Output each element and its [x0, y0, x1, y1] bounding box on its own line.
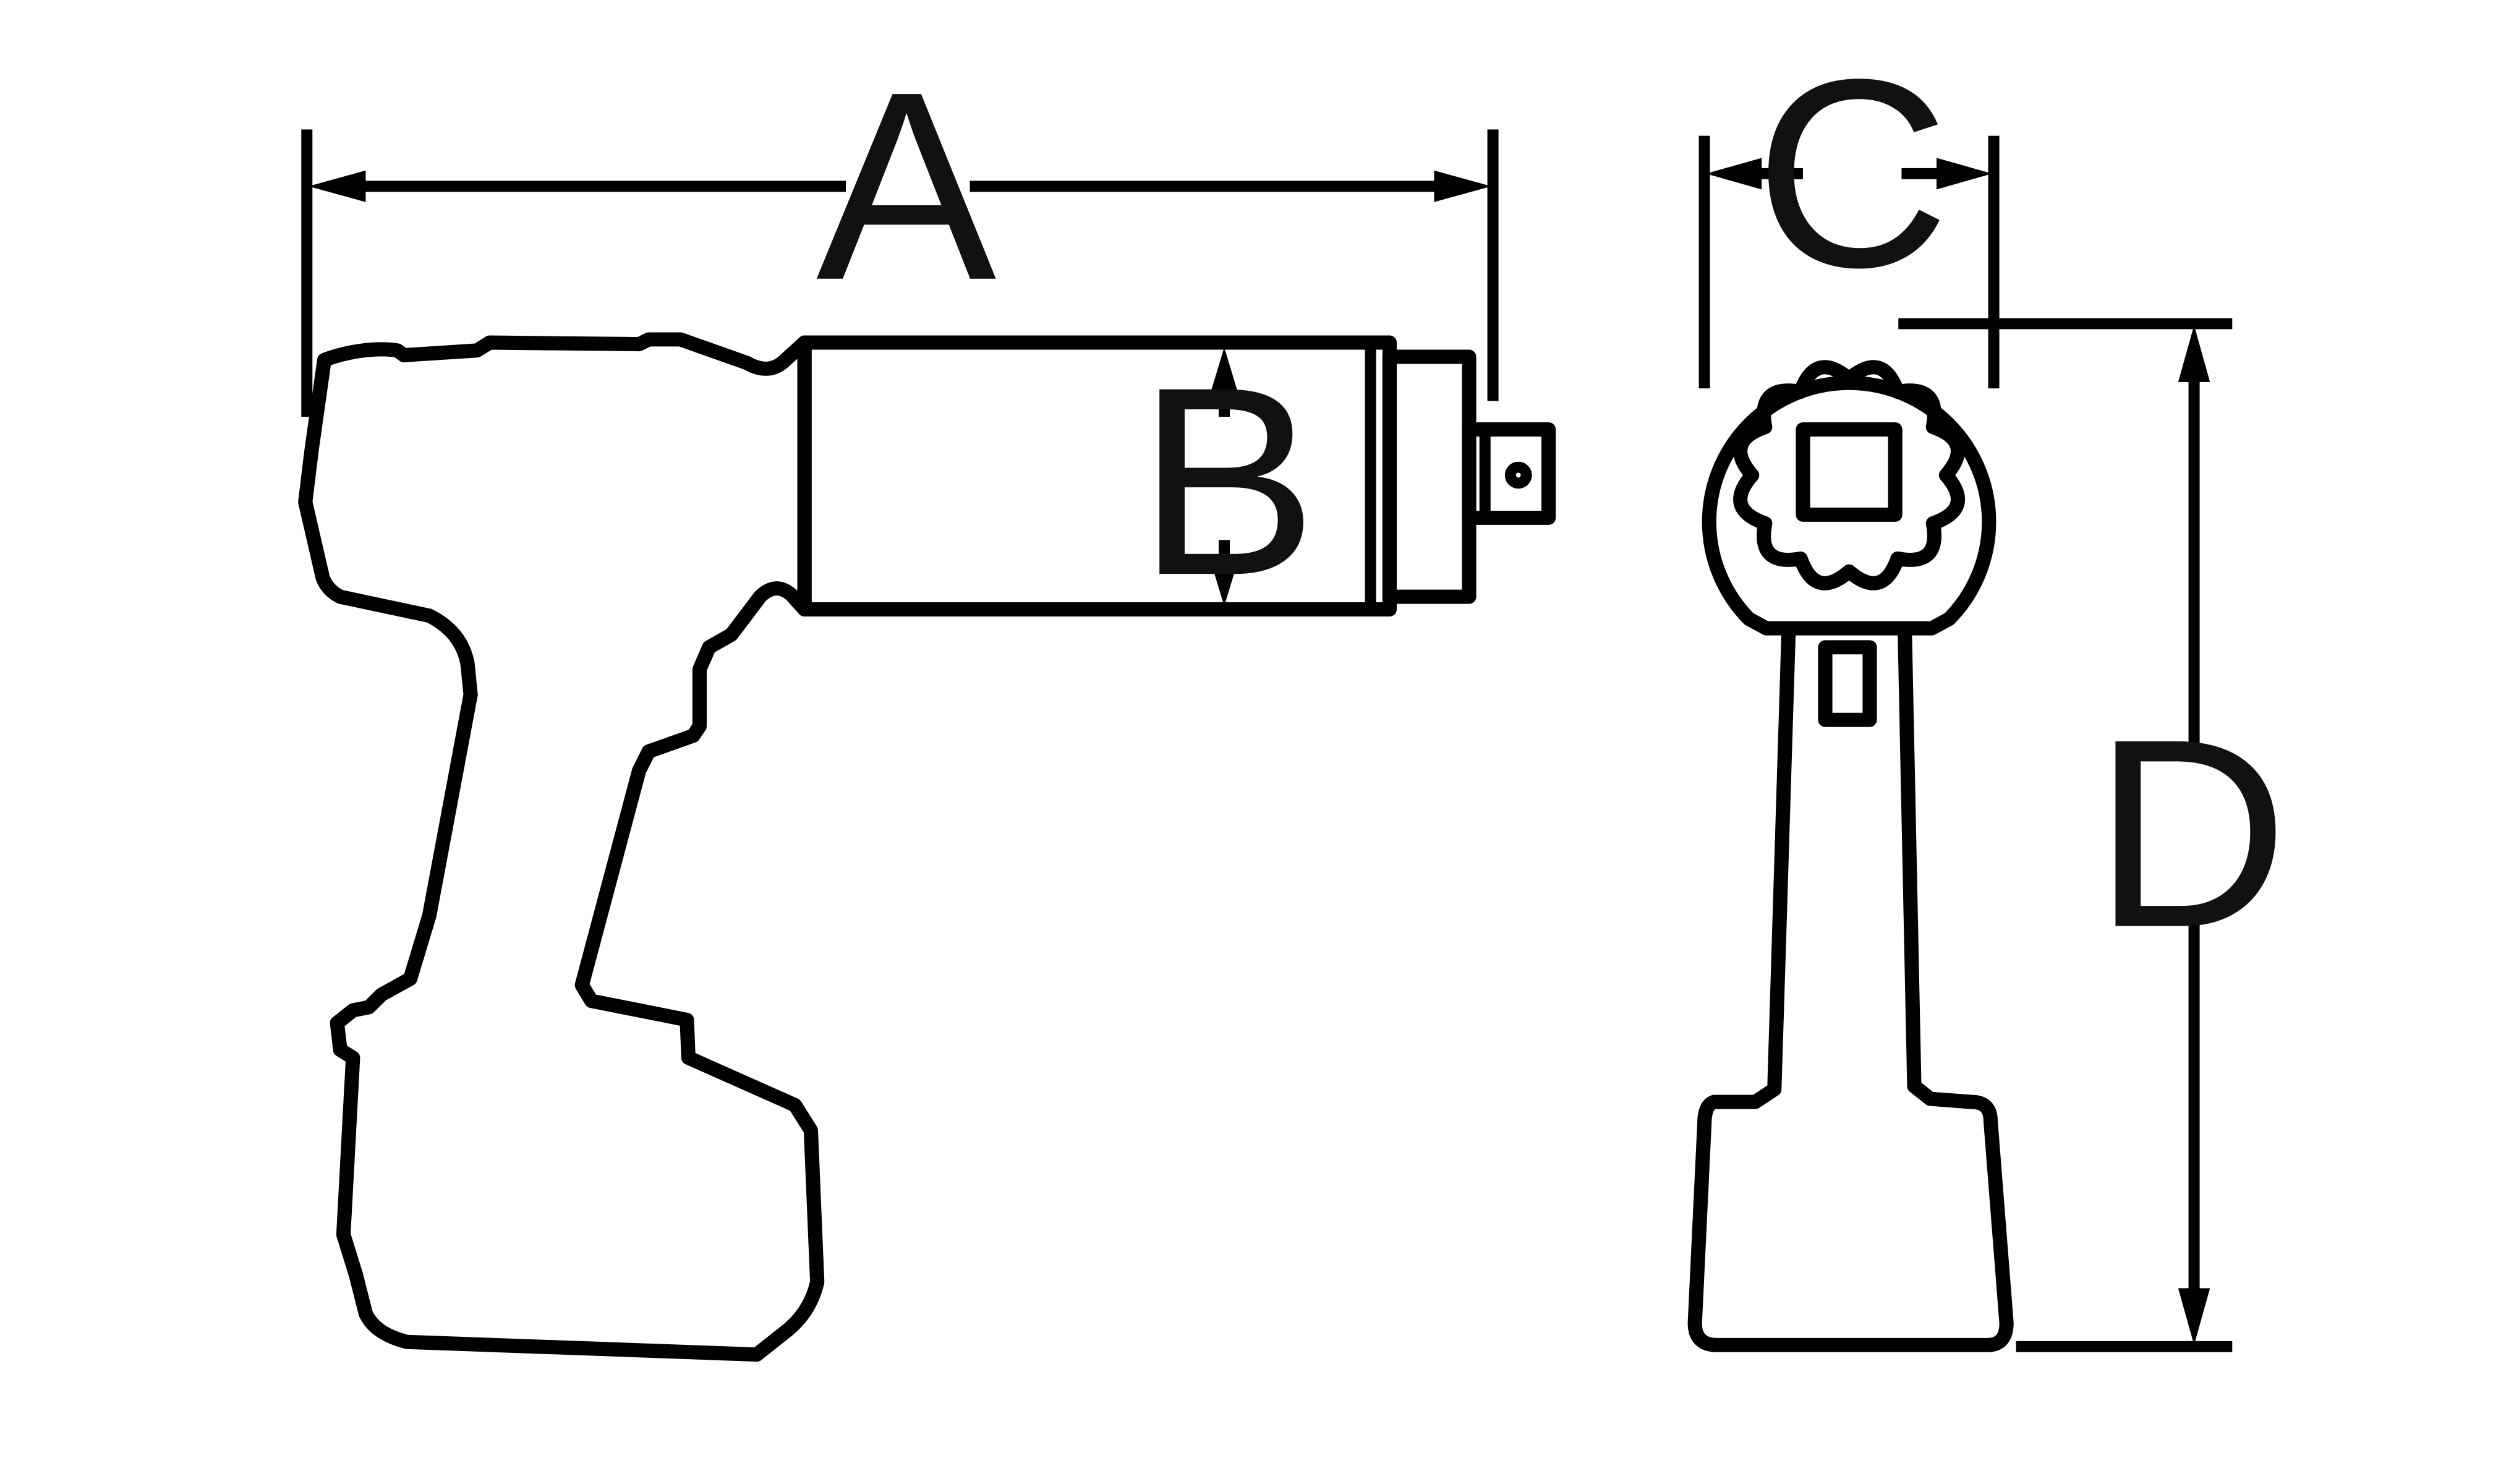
dim-b-label: B: [1137, 332, 1318, 631]
dim-c-arrow-left: [1706, 158, 1762, 190]
retaining-pin-hole: [1504, 461, 1532, 489]
dim-b-arrow-top: [1209, 347, 1239, 395]
dim-a-arrow-left: [308, 170, 366, 202]
dimension-a: A: [301, 36, 1499, 417]
socket-12-point: [1733, 360, 1966, 591]
side-view: [298, 332, 1556, 1362]
dim-a-arrow-right: [1434, 170, 1491, 202]
dim-a-label: A: [816, 36, 998, 336]
dim-b-arrow-bottom: [1209, 558, 1239, 607]
dimension-c: C: [1698, 24, 2000, 389]
dim-c-arrow-right: [1937, 158, 1992, 190]
front-handle-outline: [1687, 621, 2014, 1352]
dimension-b: B: [1137, 332, 1318, 631]
dim-d-label: D: [2094, 684, 2289, 983]
nose-housing: [1382, 349, 1477, 604]
dimension-d: D: [1898, 318, 2289, 1352]
front-head-outline: [1702, 375, 1997, 636]
front-view: [1687, 360, 2014, 1352]
square-drive: [1462, 422, 1556, 525]
dim-d-arrow-top: [2178, 325, 2210, 382]
front-square-drive: [1796, 422, 1903, 522]
dim-d-arrow-bottom: [2178, 1288, 2210, 1345]
tool-body-outline: [298, 332, 825, 1362]
front-indicator-window: [1818, 640, 1877, 727]
dim-c-label: C: [1755, 24, 1950, 323]
